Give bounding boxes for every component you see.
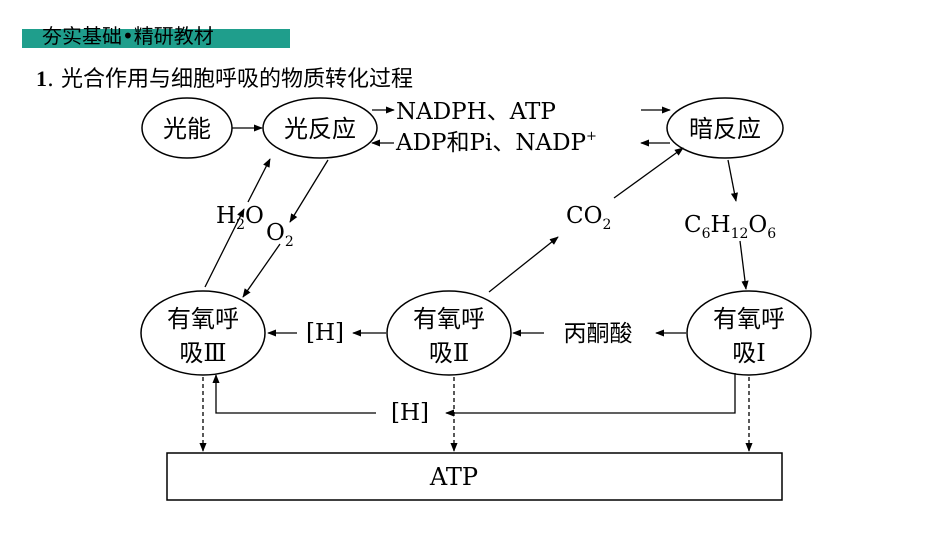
arrow-h-loop-to-resp3	[212, 374, 376, 414]
arrow-light-to-o2	[289, 159, 329, 223]
arrow-h2o-to-light	[247, 158, 271, 203]
resp2-label-line2: 吸Ⅱ	[429, 339, 469, 367]
resp3-label-line1: 有氧呼	[167, 305, 239, 333]
aerobic-resp-3-node	[140, 290, 266, 376]
resp1-label-line2: 吸Ⅰ	[732, 339, 765, 367]
nadph-atp-label: NADPH、ATP	[396, 99, 556, 125]
resp1-label-line1: 有氧呼	[713, 305, 785, 333]
light-energy-label: 光能	[163, 115, 211, 143]
aerobic-resp-1-node	[686, 290, 812, 376]
light-reaction-label: 光反应	[284, 115, 356, 143]
atp-box-label: ATP	[429, 463, 478, 491]
adp-pi-nadp-label: ADP和Pi、NADP+	[395, 129, 597, 156]
dark-reaction-node	[666, 97, 784, 159]
section-heading: 1. 光合作用与细胞呼吸的物质转化过程	[36, 64, 413, 95]
arrow-glucose-to-resp1	[739, 240, 749, 290]
co2-label: CO2	[566, 203, 611, 233]
h-lower-label: [H]	[391, 400, 429, 426]
section-number: 1	[36, 66, 47, 91]
section-banner	[22, 29, 290, 48]
arrow-dark-to-glucose	[727, 159, 738, 202]
atp-box	[166, 452, 783, 501]
resp3-label-line2: 吸Ⅲ	[179, 339, 226, 367]
glucose-label: C6H12O6	[684, 212, 776, 242]
h2o-label: H2O	[216, 203, 264, 233]
light-reaction-node	[262, 97, 378, 159]
arrow-resp3-to-h2o	[204, 208, 245, 288]
arrow-o2-to-resp3	[242, 243, 281, 298]
resp2-label-line1: 有氧呼	[413, 305, 485, 333]
arrow-resp1-h-loop	[445, 373, 736, 417]
dark-reaction-label: 暗反应	[689, 115, 761, 143]
o2-label: O2	[266, 220, 294, 250]
arrow-resp2-to-co2	[488, 236, 559, 293]
h-upper-label: [H]	[306, 320, 344, 346]
aerobic-resp-2-node	[386, 290, 512, 376]
banner-title: 夯实基础•精研教材	[42, 24, 214, 48]
pyruvate-label: 丙酮酸	[564, 321, 633, 347]
arrow-co2-to-dark	[613, 147, 684, 199]
section-title-text: . 光合作用与细胞呼吸的物质转化过程	[47, 67, 413, 92]
